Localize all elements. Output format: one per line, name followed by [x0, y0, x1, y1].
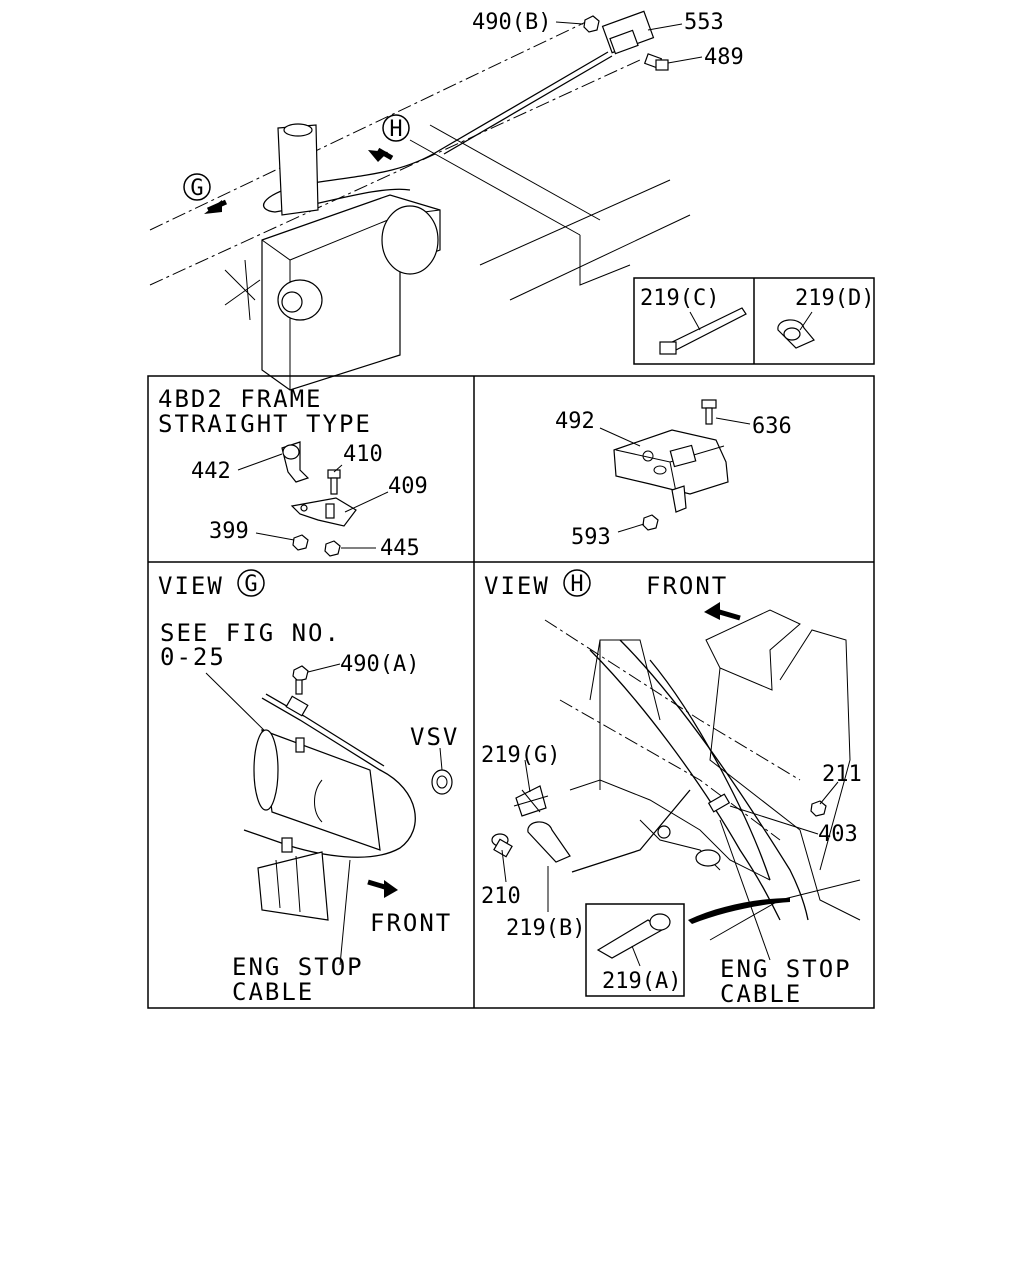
callout-219b: 219(B) — [506, 916, 585, 941]
engine-block — [224, 123, 441, 391]
bracket-442 — [281, 441, 310, 483]
callout-399: 399 — [209, 519, 249, 544]
front-arrow-g — [367, 879, 398, 898]
bolt-210 — [491, 833, 513, 858]
view-g-panel: VIEW G SEE FIG NO. 0-25 490(A) VSV — [158, 569, 459, 1006]
view-h-title-marker: H — [570, 572, 583, 597]
callout-593: 593 — [571, 525, 611, 550]
callout-410: 410 — [343, 442, 383, 467]
chassis-illustration: H G 490(B) 553 489 — [149, 10, 744, 391]
nut-593 — [642, 514, 659, 531]
bolt-489 — [643, 53, 669, 71]
eng-stop-h-line-1: ENG STOP — [720, 955, 852, 983]
clip-inset-panel: 219(C) 219(D) — [633, 277, 875, 365]
frame-straight-type-panel: 4BD2 FRAME STRAIGHT TYPE 442 410 409 399… — [158, 385, 428, 561]
eng-stop-g-line-1: ENG STOP — [232, 953, 364, 981]
callout-636: 636 — [752, 414, 792, 439]
frame-title-line-1: 4BD2 FRAME — [158, 385, 323, 413]
callout-490b: 490(B) — [472, 10, 551, 35]
frame-bracket — [257, 851, 329, 921]
view-g-arrow — [204, 199, 228, 214]
cable-tie-219c — [659, 307, 747, 355]
nut-490a — [285, 665, 309, 753]
front-arrow-h — [704, 602, 741, 621]
eng-stop-h-line-2: CABLE — [720, 980, 802, 1008]
callout-219g: 219(G) — [481, 743, 560, 768]
callout-489: 489 — [704, 45, 744, 70]
callout-445: 445 — [380, 536, 420, 561]
panel-grid — [147, 375, 875, 1009]
see-fig-line-2: 0-25 — [160, 643, 226, 671]
bracket-492-panel: 492 636 593 — [555, 399, 792, 550]
vsv-valve — [431, 769, 453, 795]
frame-title-line-2: STRAIGHT TYPE — [158, 410, 372, 438]
view-g-title: VIEW — [158, 572, 224, 600]
nut-445 — [324, 540, 341, 557]
callout-210: 210 — [481, 884, 521, 909]
view-h-title-circle — [563, 569, 591, 597]
eng-stop-g-line-2: CABLE — [232, 978, 314, 1006]
view-h-title: VIEW — [484, 572, 550, 600]
nut-490b — [583, 15, 600, 33]
callout-403: 403 — [818, 822, 858, 847]
callout-490a: 490(A) — [340, 652, 419, 677]
bolt-636 — [701, 399, 717, 425]
cable-end-553 — [601, 10, 655, 55]
view-h-marker-circle — [382, 114, 410, 142]
callout-219c: 219(C) — [640, 286, 719, 311]
cable-fitting — [695, 849, 721, 867]
view-g-marker: G — [190, 176, 203, 201]
view-h-panel: VIEW H FRONT — [481, 569, 862, 1008]
front-label-h: FRONT — [646, 572, 728, 600]
callout-219d: 219(D) — [795, 286, 874, 311]
vsv-label: VSV — [410, 723, 459, 751]
clip-219b — [527, 821, 571, 863]
view-g-title-circle — [237, 569, 265, 597]
callout-442: 442 — [191, 459, 231, 484]
callout-492: 492 — [555, 409, 595, 434]
callout-211: 211 — [822, 762, 862, 787]
canister — [253, 729, 381, 851]
bracket-492 — [613, 429, 729, 513]
nut-211 — [810, 800, 827, 817]
callout-553: 553 — [684, 10, 724, 35]
see-fig-line-1: SEE FIG NO. — [160, 619, 341, 647]
callout-409: 409 — [388, 474, 428, 499]
clamp-403 — [707, 793, 731, 813]
frame-structure — [544, 609, 861, 941]
bolt-410 — [327, 469, 341, 495]
bracket-409 — [290, 497, 357, 527]
callout-219a: 219(A) — [602, 969, 681, 994]
clamp-219g — [513, 785, 549, 817]
front-label-g: FRONT — [370, 909, 452, 937]
view-h-arrow — [368, 147, 394, 162]
view-h-marker: H — [389, 117, 402, 142]
clip-219a-inset: 219(A) — [585, 903, 685, 997]
view-g-title-marker: G — [244, 572, 257, 597]
view-g-marker-circle — [183, 173, 211, 201]
clamp-219d — [777, 319, 815, 349]
nut-399 — [292, 534, 309, 551]
